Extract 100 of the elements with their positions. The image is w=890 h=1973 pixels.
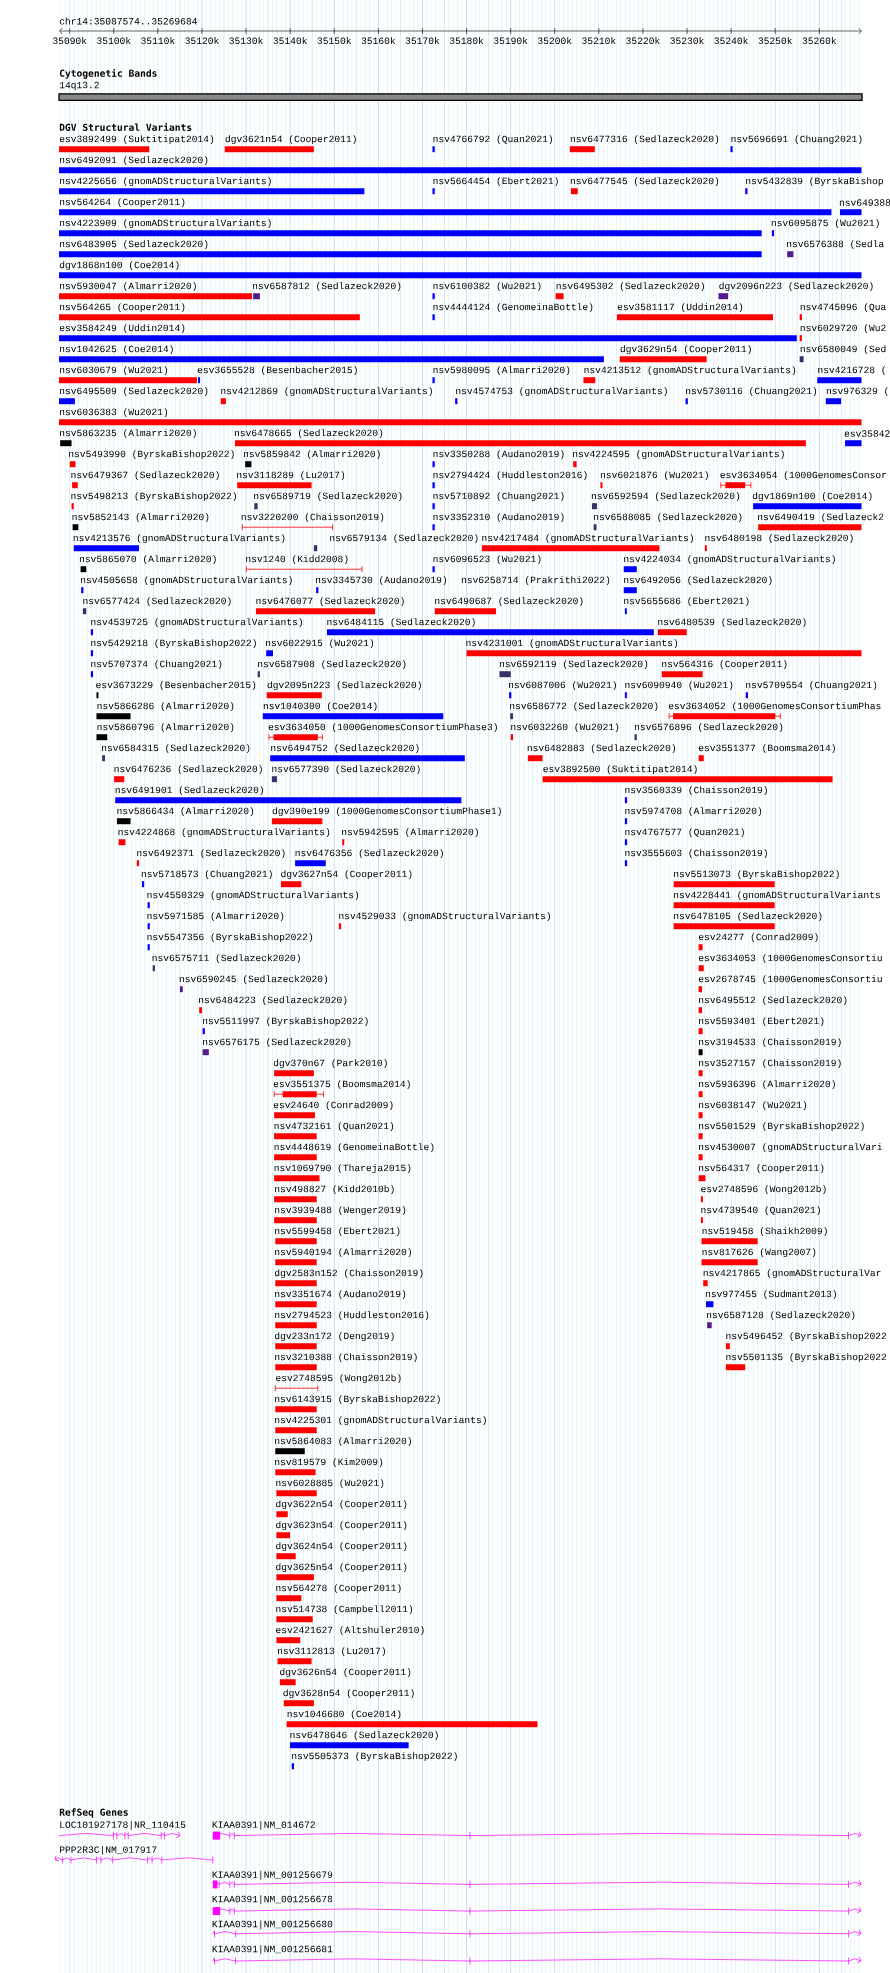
variant-label: nsv5936396 (Almarri2020) <box>699 1080 835 1090</box>
variant-label: nsv6576175 (Sedlazeck2020) <box>203 1038 351 1048</box>
gene-label: KIAA0391|NM_001256680 <box>212 1920 333 1930</box>
variant-label: nsv6036383 (Wu2021) <box>60 408 168 418</box>
variant-label: nsv5707374 (Chuang2021) <box>91 660 222 670</box>
variant-label: nsv5429218 (ByrskaBishop2022) <box>91 639 256 649</box>
variant-label: nsv519458 (Shaikh2009) <box>702 1227 827 1237</box>
variant-label: dgv3624n54 (Cooper2011) <box>276 1542 407 1552</box>
variant-label: dgv3627n54 (Cooper2011) <box>281 870 412 880</box>
variant-label: nsv4223909 (gnomADStructuralVariants) <box>60 219 271 229</box>
variant-label: nsv5655686 (Ebert2021) <box>624 597 749 607</box>
variant-label: nsv977455 (Sudmant2013) <box>705 1290 836 1300</box>
tick-label: 35090k <box>53 37 87 45</box>
variant-label: nsv1042625 (Coe2014) <box>60 345 173 355</box>
variant-label: nsv564317 (Cooper2011) <box>699 1164 824 1174</box>
variant-label: nsv6492056 (Sedlazeck2020) <box>624 576 772 586</box>
tick-label: 35150k <box>317 37 352 45</box>
variant-label: nsv6095875 (Wu2021) <box>771 219 879 229</box>
variant-label: nsv5709554 (Chuang2021) <box>746 681 877 691</box>
variant-label: esv3892500 (Suktitipat2014) <box>543 765 697 775</box>
variant-label: nsv4217484 (gnomADStructuralVariants) <box>482 534 693 544</box>
variant-label: nsv6575711 (Sedlazeck2020) <box>152 954 300 964</box>
variant-label: nsv1069790 (Thareja2015) <box>274 1164 411 1174</box>
tick-label: 35170k <box>405 37 440 45</box>
variant-label: nsv6495509 (Sedlazeck2020) <box>60 387 208 397</box>
variant-label: nsv6586772 (Sedlazeck2020) <box>510 702 658 712</box>
variant-label: nsv5980095 (Almarri2020) <box>433 366 570 376</box>
variant-label: nsv6476356 (Sedlazeck2020) <box>295 849 443 859</box>
variant-label: nsv5501529 (ByrskaBishop2022) <box>699 1122 864 1132</box>
variant-label: nsv564264 (Cooper2011) <box>60 198 185 208</box>
variant-label: nsv6022915 (Wu2021) <box>266 639 374 649</box>
gene-label: LOC101927178|NR_110415 <box>60 1820 186 1830</box>
variant-label: nsv5974708 (Almarri2020) <box>625 807 762 817</box>
variant-label: nsv5971585 (Almarri2020) <box>147 912 284 922</box>
tick-label: 35240k <box>714 37 748 45</box>
variant-label: nsv3527157 (Chaisson2019) <box>699 1059 841 1069</box>
variant-label: nsv5710892 (Chuang2021) <box>433 492 564 502</box>
variant-label: nsv6590245 (Sedlazeck2020) <box>179 975 328 985</box>
variant-label: nsv5866286 (Almarri2020) <box>97 702 234 712</box>
variant-label: esv3655528 (Besenbacher2015) <box>197 366 357 376</box>
variant-label: nsv6038147 (Wu2021) <box>699 1101 807 1111</box>
variant-label: nsv6482883 (Sedlazeck2020) <box>527 744 675 754</box>
gene-label: KIAA0391|NM_014672 <box>212 1820 315 1830</box>
variant-label: nsv6143915 (ByrskaBishop2022) <box>275 1395 440 1405</box>
variant-label: esv3634050 (1000GenomesConsortiumPhase3) <box>268 723 497 733</box>
variant-label: esv3551375 (Boomsma2014) <box>273 1080 410 1090</box>
variant-label: dgv370n67 (Park2010) <box>273 1059 387 1069</box>
tick-label: 35230k <box>670 37 704 45</box>
variant-label: nsv4231001 (gnomADStructuralVariants) <box>466 639 678 649</box>
variant-label: nsv649388 <box>839 199 890 206</box>
track-title: RefSeq Genes <box>59 1808 128 1818</box>
variant-label: nsv514738 (Campbell2011) <box>276 1605 413 1615</box>
variant-label: esv3634052 (1000GenomesConsortiumPhas <box>668 702 881 712</box>
variant-label: nsv6478105 (Sedlazeck2020) <box>674 912 822 922</box>
variant-label: nsv4213512 (gnomADStructuralVariants) <box>584 366 796 376</box>
variant-label: nsv817626 (Wang2007) <box>702 1248 816 1258</box>
variant-label: nsv6579134 (Sedlazeck2020) <box>330 534 478 544</box>
variant-label: esv3581117 (Uddin2014) <box>617 303 743 313</box>
variant-label: nsv6587128 (Sedlazeck2020) <box>707 1311 855 1321</box>
variant-label: nsv4739540 (Quan2021) <box>701 1206 820 1216</box>
variant-label: dgv3625n54 (Cooper2011) <box>276 1563 407 1573</box>
variant-label: nsv4212869 (gnomADStructuralVariants) <box>221 387 432 397</box>
variant-label: nsv6577390 (Sedlazeck2020) <box>272 765 420 775</box>
variant-label: nsv6484223 (Sedlazeck2020) <box>199 996 347 1006</box>
variant-label: esv2748596 (Wong2012b) <box>701 1185 826 1195</box>
variant-label: nsv6030679 (Wu2021) <box>60 366 168 376</box>
variant-label: nsv5852143 (Almarri2020) <box>72 513 209 523</box>
variant-label: esv3551377 (Boomsma2014) <box>698 744 835 754</box>
variant-label: nsv5505373 (ByrskaBishop2022) <box>292 1752 457 1762</box>
variant-label: dgv3628n54 (Cooper2011) <box>283 1689 414 1699</box>
variant-label: nsv6480539 (Sedlazeck2020) <box>658 618 806 628</box>
tick-label: 35160k <box>361 37 396 45</box>
variant-label: nsv6490687 (Sedlazeck2020) <box>435 597 583 607</box>
variant-label: nsv5864083 (Almarri2020) <box>275 1437 411 1447</box>
variant-label: esv3584249 (Uddin2014) <box>59 324 185 334</box>
variant-label: nsv4550329 (gnomADStructuralVariants) <box>147 891 359 901</box>
variant-label: nsv1240 (Kidd2008) <box>246 555 348 565</box>
variant-label: nsv3352310 (Audano2019) <box>433 513 564 523</box>
variant-label: nsv6478646 (Sedlazeck2020) <box>290 1731 438 1741</box>
variant-label: nsv6592594 (Sedlazeck2020) <box>591 492 740 502</box>
variant-label: dgv3629n54 (Cooper2011) <box>620 345 751 355</box>
gene-label: KIAA0391|NM_001256678 <box>212 1895 333 1905</box>
variant-label: dgv3623n54 (Cooper2011) <box>276 1521 407 1531</box>
tick-label: 35220k <box>626 37 660 45</box>
variant-label: nsv6258714 (Prakrithi2022) <box>461 576 610 586</box>
variant-label: esv3892499 (Suktitipat2014) <box>59 135 214 145</box>
variant-label: nsv3560339 (Chaisson2019) <box>625 786 767 796</box>
variant-label: nsv6029720 (Wu2 <box>800 324 886 334</box>
variant-label: nsv6580049 (Sed <box>800 345 886 355</box>
coordinate-label: chr14:35087574..35269684 <box>59 17 197 25</box>
variant-label: nsv5730116 (Chuang2021) <box>686 387 817 397</box>
variant-label: nsv6495512 (Sedlazeck2020) <box>699 996 847 1006</box>
variant-label: nsv4505658 (gnomADStructuralVariants) <box>81 576 292 586</box>
variant-label: nsv6494752 (Sedlazeck2020) <box>271 744 419 754</box>
variant-label: esv24277 (Conrad2009) <box>698 933 818 943</box>
tick-label: 35260k <box>802 37 837 45</box>
variant-label: nsv3345730 (Audano2019) <box>316 576 447 586</box>
variant-label: nsv6028885 (Wu2021) <box>276 1479 384 1489</box>
variant-label: nsv564316 (Cooper2011) <box>662 660 787 670</box>
variant-label: nsv6490419 (Sedlazeck2 <box>758 513 884 523</box>
